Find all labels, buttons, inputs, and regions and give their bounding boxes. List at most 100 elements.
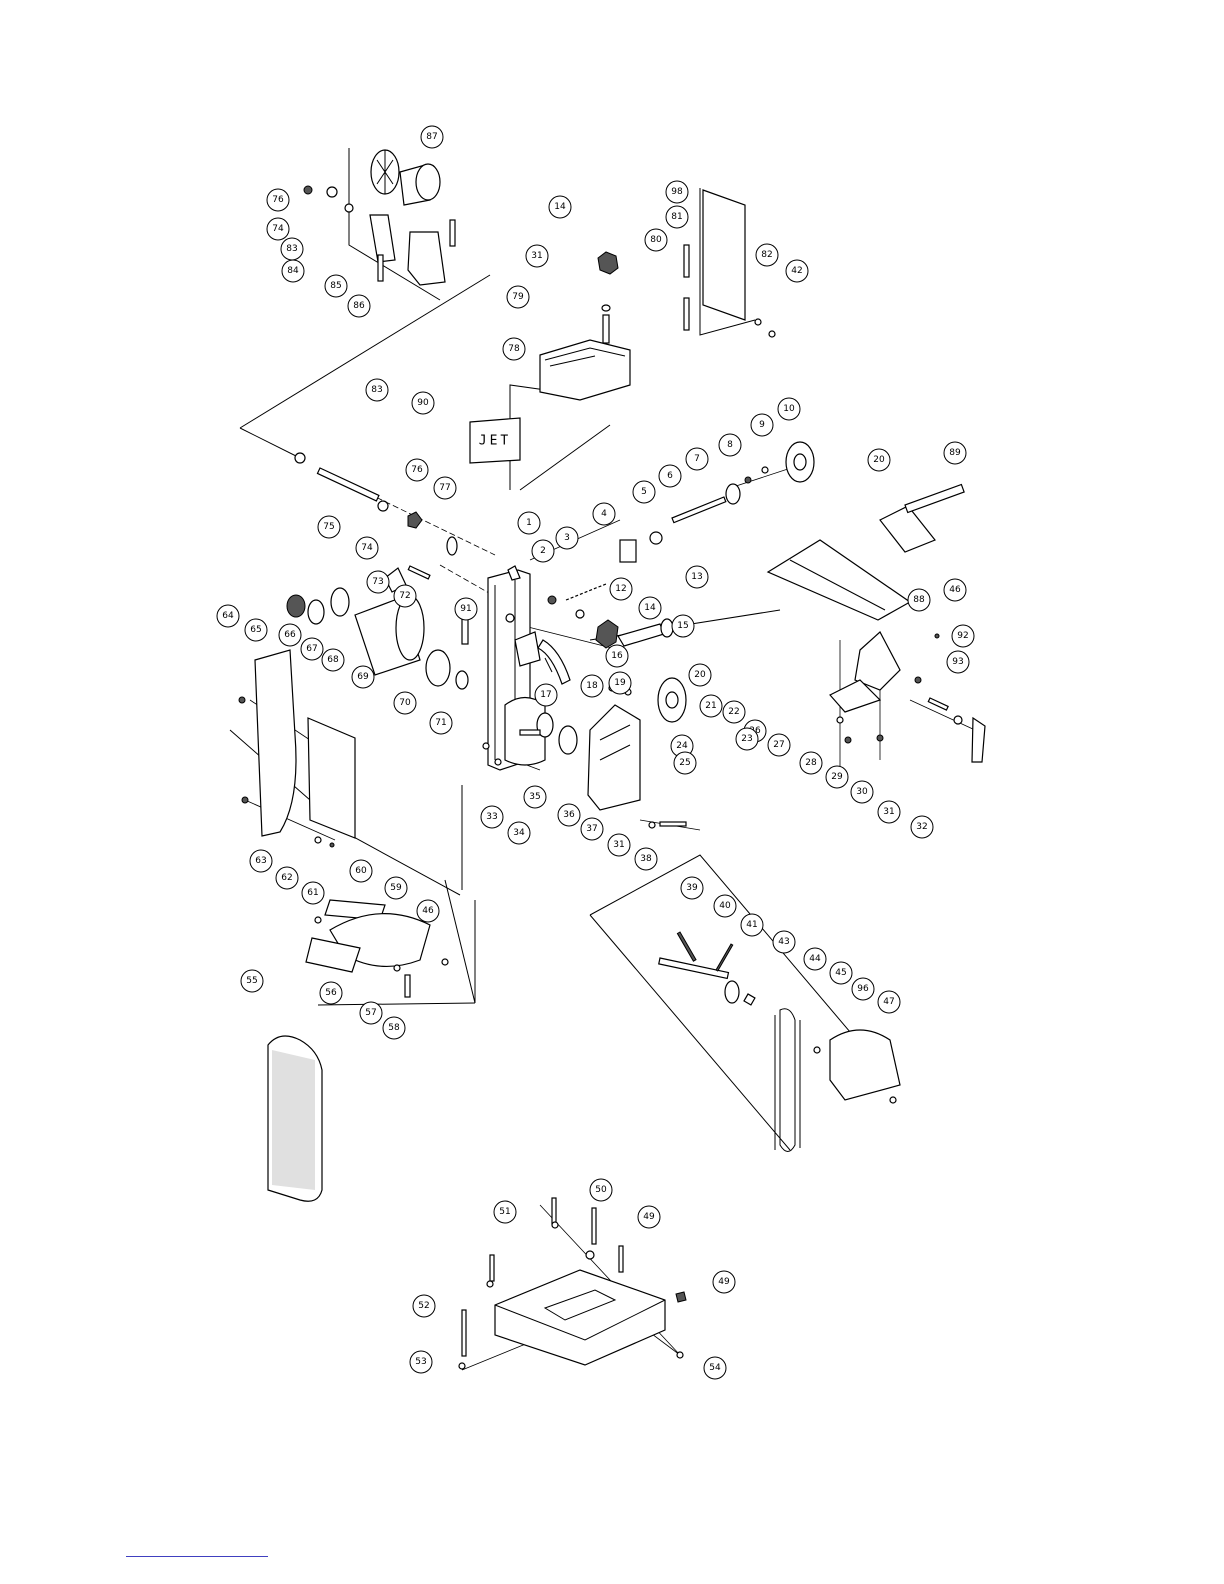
callout-circle bbox=[347, 294, 371, 318]
callout-circle bbox=[605, 644, 629, 668]
callout-number: 83 bbox=[371, 385, 382, 395]
callout-circle bbox=[405, 458, 429, 482]
callout-number: 76 bbox=[272, 195, 284, 205]
callout-number: 9 bbox=[759, 420, 765, 430]
callout-circle bbox=[317, 515, 341, 539]
callout-86: 86 bbox=[347, 294, 371, 318]
callout-93: 93 bbox=[946, 650, 970, 674]
callout-circle bbox=[685, 447, 709, 471]
callout-92: 92 bbox=[951, 624, 975, 648]
callout-53: 53 bbox=[409, 1350, 433, 1374]
callout-45: 45 bbox=[829, 961, 853, 985]
callout-number: 82 bbox=[761, 250, 772, 260]
callout-33: 33 bbox=[480, 805, 504, 829]
callout-circle bbox=[525, 244, 549, 268]
callout-74: 74 bbox=[266, 217, 290, 241]
callout-number: 40 bbox=[719, 901, 731, 911]
callout-circle bbox=[665, 180, 689, 204]
callout-number: 7 bbox=[694, 454, 700, 464]
callout-circle bbox=[608, 671, 632, 695]
callout-circle bbox=[637, 1205, 661, 1229]
callout-circle bbox=[555, 526, 579, 550]
callout-circle bbox=[829, 961, 853, 985]
callout-41: 41 bbox=[740, 913, 764, 937]
callout-circle bbox=[673, 751, 697, 775]
callout-circle bbox=[943, 578, 967, 602]
callout-14: 14 bbox=[638, 596, 662, 620]
top-drum-assembly bbox=[303, 149, 456, 286]
callout-circle bbox=[249, 849, 273, 873]
callout-circle bbox=[644, 228, 668, 252]
callout-circle bbox=[825, 765, 849, 789]
callout-number: 19 bbox=[614, 678, 626, 688]
callout-circle bbox=[493, 1200, 517, 1224]
callout-circle bbox=[943, 441, 967, 465]
callout-5: 5 bbox=[632, 480, 656, 504]
upper-center-parts: JET bbox=[294, 189, 776, 464]
callout-circle bbox=[772, 930, 796, 954]
callout-31: 31 bbox=[525, 244, 549, 268]
callout-number: 60 bbox=[355, 866, 367, 876]
callout-10: 10 bbox=[777, 397, 801, 421]
callout-81: 81 bbox=[665, 205, 689, 229]
callout-3: 3 bbox=[555, 526, 579, 550]
callout-20: 20 bbox=[688, 663, 712, 687]
base-assembly bbox=[458, 1197, 687, 1370]
callout-circle bbox=[429, 711, 453, 735]
callout-number: 52 bbox=[418, 1301, 429, 1311]
callout-number: 41 bbox=[746, 920, 757, 930]
callout-80: 80 bbox=[644, 228, 668, 252]
callout-circle bbox=[799, 751, 823, 775]
callout-circle bbox=[548, 195, 572, 219]
callout-number: 49 bbox=[643, 1212, 655, 1222]
callout-number: 74 bbox=[272, 224, 284, 234]
callout-76: 76 bbox=[266, 188, 290, 212]
callout-number: 31 bbox=[613, 840, 624, 850]
callout-number: 93 bbox=[952, 657, 963, 667]
callout-circle bbox=[384, 876, 408, 900]
callout-12: 12 bbox=[609, 577, 633, 601]
callout-circle bbox=[301, 881, 325, 905]
callout-number: 81 bbox=[671, 212, 682, 222]
callout-58: 58 bbox=[382, 1016, 406, 1040]
callout-circle bbox=[851, 977, 875, 1001]
callout-circle bbox=[713, 894, 737, 918]
callout-circle bbox=[244, 618, 268, 642]
callout-37: 37 bbox=[580, 817, 604, 841]
callout-circle bbox=[507, 821, 531, 845]
footer-rule bbox=[126, 1556, 268, 1557]
callout-91: 91 bbox=[454, 597, 478, 621]
callout-circle bbox=[907, 588, 931, 612]
callout-circle bbox=[750, 413, 774, 437]
part-callouts: 8776748384858614317978988180824283901098… bbox=[216, 125, 975, 1380]
callout-31: 31 bbox=[607, 833, 631, 857]
callout-number: 85 bbox=[330, 281, 341, 291]
callout-number: 92 bbox=[957, 631, 968, 641]
callout-circle bbox=[680, 876, 704, 900]
callout-9: 9 bbox=[750, 413, 774, 437]
callout-circle bbox=[351, 665, 375, 689]
callout-20: 20 bbox=[867, 448, 891, 472]
callout-number: 59 bbox=[390, 883, 402, 893]
callout-number: 3 bbox=[564, 533, 570, 543]
callout-circle bbox=[266, 217, 290, 241]
callout-18: 18 bbox=[580, 674, 604, 698]
callout-25: 25 bbox=[673, 751, 697, 775]
callout-63: 63 bbox=[249, 849, 273, 873]
callout-circle bbox=[592, 502, 616, 526]
callout-number: 62 bbox=[281, 873, 292, 883]
callout-number: 10 bbox=[783, 404, 795, 414]
callout-circle bbox=[393, 584, 417, 608]
callout-circle bbox=[281, 259, 305, 283]
callout-circle bbox=[712, 1270, 736, 1294]
callout-number: 46 bbox=[422, 906, 434, 916]
callout-circle bbox=[534, 683, 558, 707]
callout-circle bbox=[785, 259, 809, 283]
callout-39: 39 bbox=[680, 876, 704, 900]
callout-circle bbox=[685, 565, 709, 589]
callout-number: 16 bbox=[611, 651, 623, 661]
callout-46: 46 bbox=[416, 899, 440, 923]
callout-number: 58 bbox=[388, 1023, 400, 1033]
callout-circle bbox=[803, 947, 827, 971]
callout-circle bbox=[365, 378, 389, 402]
